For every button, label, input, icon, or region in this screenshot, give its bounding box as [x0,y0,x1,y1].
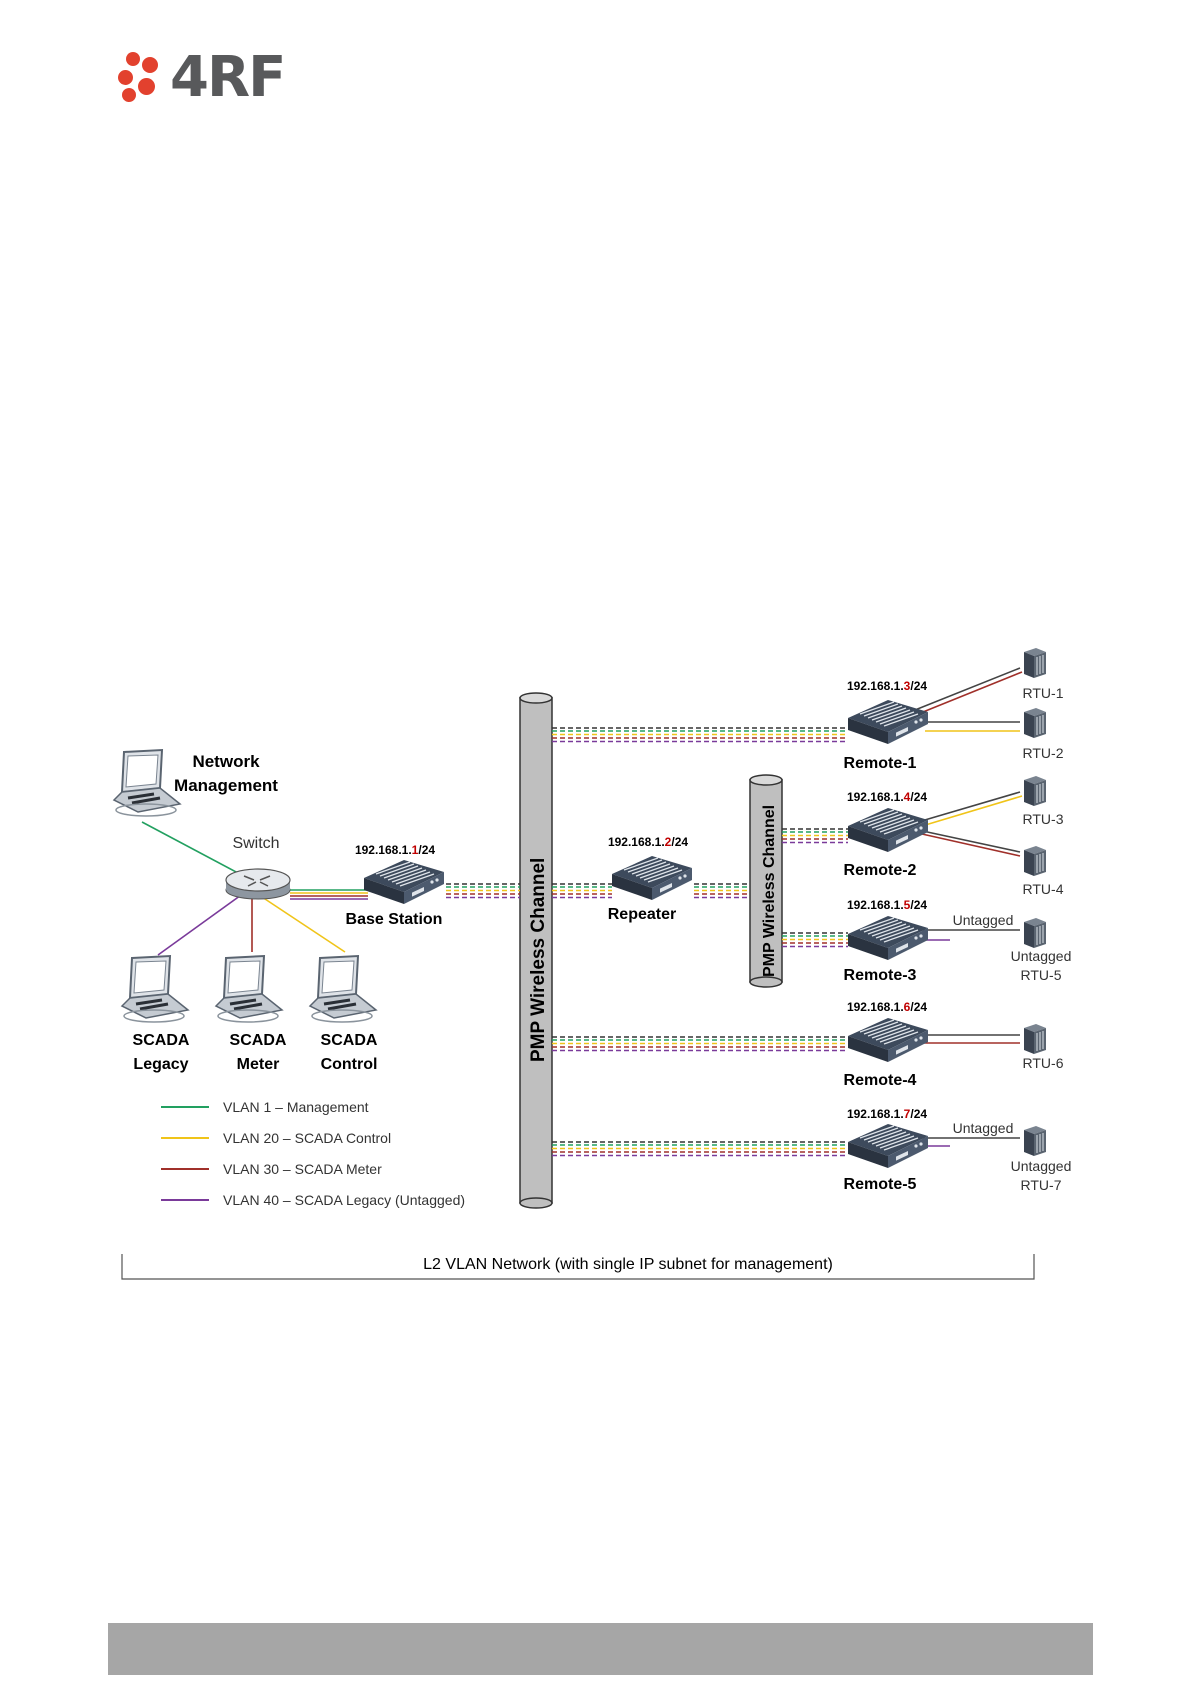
rtu-1-icon [1023,647,1047,679]
rtu-7-label: RTU-7 [1021,1177,1062,1193]
remote-3: 192.168.1.5/24 Remote-3 [844,898,929,984]
base-station-ip: 192.168.1.1/24 [355,843,435,857]
repeater-label: Repeater [608,906,676,923]
scada-control-label-line2: Control [321,1056,378,1073]
scada-legacy-label-line1: SCADA [133,1032,190,1049]
link-main-remote5 [552,1141,848,1157]
switch-label: Switch [232,835,279,852]
pmp-wireless-channel-main: PMP Wireless Channel [519,692,553,1209]
footer-bar [108,1623,1093,1675]
remote-ip: 192.168.1.6/24 [847,1000,927,1014]
scada-meter-label-line1: SCADA [230,1032,287,1049]
remote-radio-icon [847,699,929,745]
remote-label: Remote-3 [844,967,917,984]
remote-radio-icon [847,1017,929,1063]
remote-label: Remote-2 [844,862,917,879]
rtu-2-icon [1023,707,1047,739]
legend-label-vlan-20: VLAN 20 – SCADA Control [223,1130,391,1146]
scada-control-label-line1: SCADA [321,1032,378,1049]
link-main-remote1 [552,727,848,743]
remote-ip: 192.168.1.7/24 [847,1107,927,1121]
remote-label: Remote-1 [844,755,917,772]
remote-5-untagged-label: Untagged [953,1120,1014,1136]
link-repeater-secondary [694,883,750,899]
caption-text: L2 VLAN Network (with single IP subnet f… [423,1256,833,1273]
repeater-radio-icon [611,855,693,901]
link-bs-main [446,883,520,899]
network-management-label-line2: Management [174,776,278,795]
base-station-label: Base Station [346,911,443,928]
wireless-links [446,727,848,1157]
repeater-ip: 192.168.1.2/24 [608,835,688,849]
rtu-5-untagged-label: Untagged [1011,948,1072,964]
rtu-3-icon [1023,775,1047,807]
pmp-channel-secondary-label: PMP Wireless Channel [761,805,778,977]
network-management-label-line1: Network [192,752,260,771]
scada-meter-label-line2: Meter [237,1056,280,1073]
remote-5: 192.168.1.7/24 Remote-5 [844,1107,929,1193]
rtu-5-label: RTU-5 [1021,967,1062,983]
rtu-3-label: RTU-3 [1023,811,1064,827]
rtu-5-icon [1023,917,1047,949]
link-secondary-remote3 [782,932,848,948]
rtu-6-label: RTU-6 [1023,1055,1064,1071]
remote-ip: 192.168.1.4/24 [847,790,927,804]
logo-text: 4RF [170,45,286,110]
legend-label-vlan-30: VLAN 30 – SCADA Meter [223,1161,382,1177]
network-management-laptop-icon [112,748,182,818]
link-main-repeater [552,883,612,899]
rtu-6-icon [1023,1023,1047,1055]
rtu-4-label: RTU-4 [1023,881,1064,897]
pmp-wireless-channel-secondary: PMP Wireless Channel [749,774,783,988]
remote-2: 192.168.1.4/24 Remote-2 [844,790,929,879]
base-station-radio-icon [363,859,445,905]
remote-3-untagged-label: Untagged [953,912,1014,928]
rtu-1-label: RTU-1 [1023,685,1064,701]
diagram-caption: L2 VLAN Network (with single IP subnet f… [121,1254,1035,1280]
company-logo: 4RF [118,46,298,110]
scada-meter-laptop-icon [214,954,284,1024]
legend-label-vlan-40: VLAN 40 – SCADA Legacy (Untagged) [223,1192,465,1208]
switch-icon [225,868,291,900]
scada-legacy-laptop-icon [120,954,190,1024]
remote-label: Remote-4 [844,1072,917,1089]
rtu-7-untagged-label: Untagged [1011,1158,1072,1174]
pmp-channel-main-label: PMP Wireless Channel [528,858,549,1062]
rtu-7-icon [1023,1125,1047,1157]
remote-radio-icon [847,915,929,961]
scada-legacy-label-line2: Legacy [133,1056,188,1073]
vlan-legend: VLAN 1 – Management VLAN 20 – SCADA Cont… [161,1099,465,1208]
remote-ip: 192.168.1.3/24 [847,679,927,693]
rtu-4-icon [1023,845,1047,877]
link-main-remote4 [552,1036,848,1052]
scada-control-laptop-icon [308,954,378,1024]
remote-label: Remote-5 [844,1176,917,1193]
rtu-2-label: RTU-2 [1023,745,1064,761]
link-secondary-remote2 [782,828,848,844]
remote-ip: 192.168.1.5/24 [847,898,927,912]
remote-1: 192.168.1.3/24 Remote-1 [844,679,929,772]
legend-label-vlan-1: VLAN 1 – Management [223,1099,369,1115]
remote-radio-icon [847,1123,929,1169]
remote-radio-icon [847,807,929,853]
remote-4: 192.168.1.6/24 Remote-4 [844,1000,929,1089]
